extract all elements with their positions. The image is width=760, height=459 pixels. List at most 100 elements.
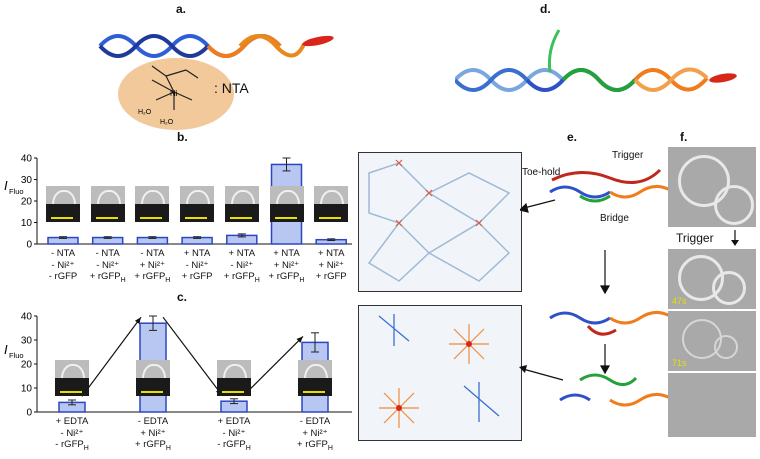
condition-line: + rGFPH [134,271,171,284]
condition-line: - NTA [50,248,76,259]
condition-line: + NTA [273,248,300,259]
condition-line: + Ni²⁺ [302,427,328,439]
y-tick-label: 0 [26,240,32,251]
trigger-label: Trigger [612,150,644,161]
condition-line: + Ni²⁺ [273,259,300,271]
y-tick-label: 10 [21,384,33,395]
lattice-network-illustration [367,159,511,282]
micrograph-inset [217,360,251,396]
condition-line: - Ni²⁺ [60,427,84,439]
nta-complex-blob [118,58,234,130]
panel-letter-e: e. [567,130,578,144]
y-tick-label: 40 [21,154,33,165]
y-axis-label: I [4,178,8,193]
micrograph-inset [55,360,89,396]
condition-label: - EDTA+ Ni²⁺+ rGFPH [292,416,338,454]
condition-label: + EDTA- Ni²⁺- rGFPH [211,416,257,454]
y-tick-label: 40 [21,312,33,323]
y-axis-label: I [4,342,8,357]
dna-helix-a [98,34,334,58]
nta-structure [151,65,199,110]
condition-line: + Ni²⁺ [318,259,344,271]
condition-label: + NTA+ Ni²⁺+ rGFP [308,248,354,283]
condition-line: - Ni²⁺ [185,259,209,271]
time-label-47s: 47s [672,296,687,306]
metal-label: Ni [170,89,178,98]
condition-line: - Ni²⁺ [230,259,254,271]
condition-line: + rGFPH [89,271,126,284]
condition-line: - Ni²⁺ [51,259,75,271]
micrograph-inset [269,186,304,222]
condition-line: + rGFPH [223,271,260,284]
condition-line: - rGFPH [55,439,89,452]
bridge-label: Bridge [600,213,629,224]
trend-arrow [243,335,304,396]
condition-line: - rGFP [48,271,78,282]
condition-label: + NTA- Ni²⁺+ rGFP [174,248,220,283]
condition-line: + NTA [183,248,211,259]
return-arrow [519,365,564,381]
micrograph-inset [224,186,259,222]
condition-line: - EDTA [299,416,331,427]
panel-letter-f: f. [680,130,688,144]
condition-line: + rGFP [315,271,347,282]
condition-label: - NTA+ Ni²⁺+ rGFPH [129,248,175,286]
condition-line: + EDTA [55,416,89,427]
vesicle-micrograph-71s: 71s [668,311,756,371]
micrograph-inset [135,186,170,222]
toehold-label: Toe-hold [522,167,561,178]
panel-d-illustration [455,29,737,92]
micrograph-inset [136,360,170,396]
panel-a-illustration: Ni H₂O H₂O [98,34,334,130]
condition-line: + EDTA [217,416,251,427]
y-axis-label-sub: Fluo [9,187,24,196]
micrograph-inset [314,186,349,222]
condition-label: - NTA- Ni²⁺+ rGFPH [85,248,131,286]
condition-line: + Ni²⁺ [140,427,166,439]
condition-line: + NTA [228,248,256,259]
micrograph-inset [180,186,215,222]
y-tick-label: 30 [21,175,33,186]
y-tick-label: 10 [21,218,33,229]
condition-line: - EDTA [137,416,169,427]
micrograph-inset [298,360,332,396]
strand-displacement-illustration [520,168,671,407]
condition-line: + Ni²⁺ [139,259,166,271]
micrograph-inset [90,186,125,222]
vesicle-micrograph-final [668,373,756,437]
condition-label: + EDTA- Ni²⁺- rGFPH [49,416,95,454]
y-tick-label: 30 [21,336,33,347]
water-label-1: H₂O [138,109,152,116]
panel-letter-b: b. [177,130,188,144]
condition-line: - NTA [140,248,165,259]
vesicle-micrograph-before [668,147,756,227]
y-tick-label: 20 [21,197,33,208]
f-trigger-label: Trigger [676,231,714,245]
condition-line: - Ni²⁺ [96,259,120,271]
condition-label: - EDTA+ Ni²⁺+ rGFPH [130,416,176,454]
trend-arrow [81,316,142,397]
condition-line: - rGFPH [217,439,251,452]
trigger-down-arrow [731,230,739,246]
vesicle-micrograph-47s: 47s [668,249,756,309]
y-tick-label: 20 [21,360,33,371]
condition-line: + rGFPH [268,271,305,284]
lattice-network-box [358,152,522,292]
time-label-71s: 71s [672,358,687,368]
dispersed-stars-box [358,305,522,441]
micrograph-inset [46,186,80,222]
panel-letter-a: a. [176,2,187,16]
y-axis-label-sub: Fluo [9,351,24,360]
nta-label: : NTA [214,80,249,96]
condition-line: - Ni²⁺ [222,427,246,439]
condition-label: + NTA- Ni²⁺+ rGFPH [219,248,265,286]
condition-line: + rGFPH [135,439,171,452]
y-tick-label: 0 [26,408,32,419]
condition-label: - NTA- Ni²⁺- rGFP [40,248,86,283]
water-label-2: H₂O [160,119,174,126]
trend-arrowhead [296,336,303,343]
dispersed-stars-illustration [378,314,500,428]
panel-letter-d: d. [540,2,551,16]
trend-arrow [162,316,223,396]
trend-arrowhead [134,317,141,324]
